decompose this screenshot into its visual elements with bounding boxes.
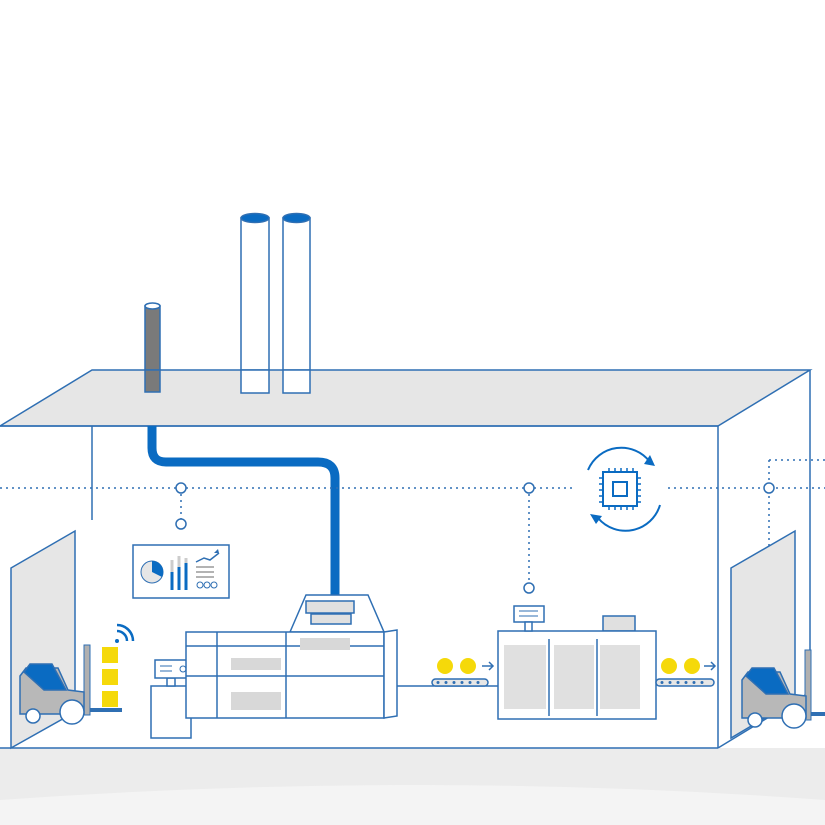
network-node (763, 482, 775, 494)
network-nodes (175, 482, 775, 641)
factory-walls (0, 370, 811, 749)
bar-chart-icon (170, 556, 188, 590)
processing-machine (497, 605, 657, 720)
right-forklift (741, 649, 825, 729)
network-node (523, 582, 535, 594)
pie-chart-icon (140, 560, 164, 584)
network-lines (0, 459, 825, 635)
conveyor-left (431, 658, 495, 687)
cycle-arrows-icon (587, 446, 651, 471)
floor (0, 748, 825, 825)
processor-chip-icon (587, 446, 661, 532)
left-forklift (19, 644, 122, 725)
wifi-icon (115, 623, 135, 643)
conveyor-right (655, 658, 717, 687)
exhaust-pipe (147, 426, 340, 598)
arrow-right-icon (482, 661, 495, 671)
chimneys (144, 212, 311, 394)
dashboard-screen (132, 544, 230, 599)
large-chimney-right (282, 212, 311, 394)
network-node (523, 482, 535, 494)
factory-roof (0, 369, 813, 427)
large-chimney-left (240, 212, 270, 394)
yellow-stack (102, 647, 118, 707)
network-node (175, 518, 187, 530)
network-node (175, 482, 187, 494)
arrow-right-icon (704, 661, 717, 671)
control-terminal (150, 659, 192, 739)
trend-line-icon (195, 549, 220, 589)
press-machine (185, 594, 398, 719)
